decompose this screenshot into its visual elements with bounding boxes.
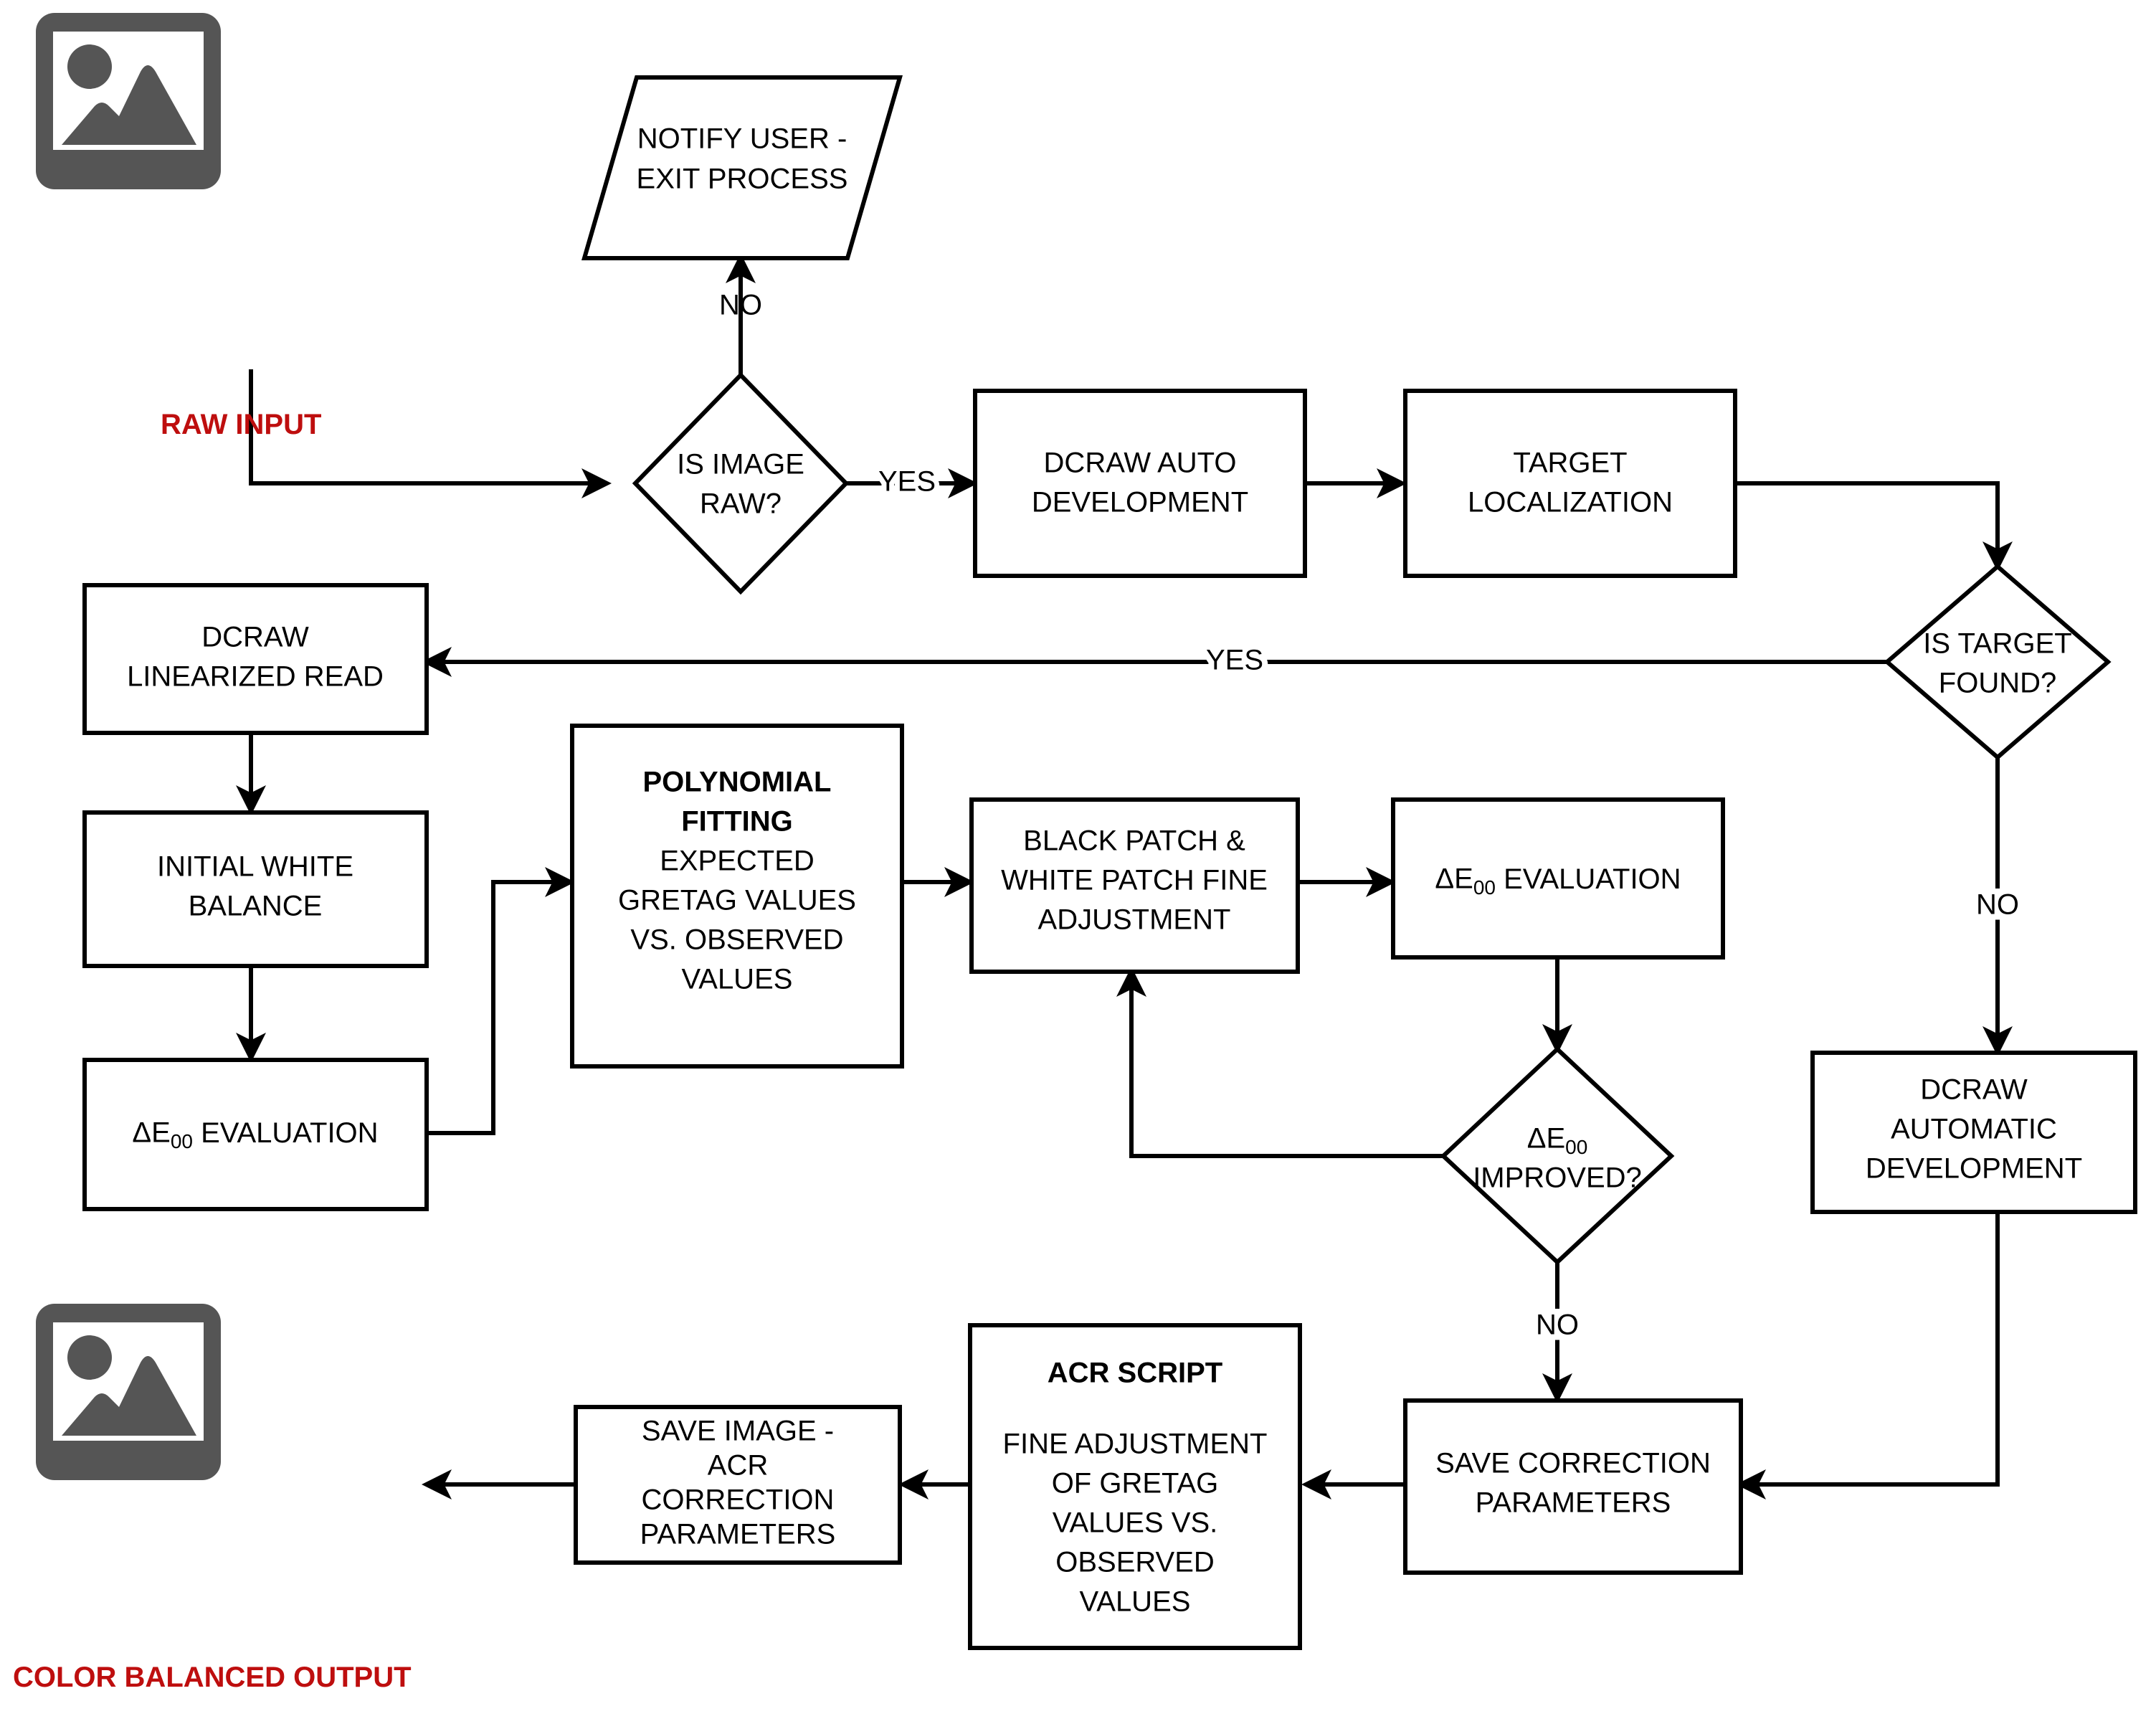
photo-mountain-output [62, 1356, 196, 1436]
node-polynomial-fitting[interactable]: POLYNOMIAL FITTING EXPECTED GRETAG VALUE… [570, 724, 904, 1069]
dcraw-linearized-read-shape [82, 583, 429, 735]
photo-sun [67, 44, 112, 89]
output-image-icon [36, 1304, 221, 1480]
node-delta-e-evaluation-mid[interactable]: ΔE00 EVALUATION [1391, 797, 1725, 960]
node-notify-user[interactable]: NOTIFY USER - EXIT PROCESS [581, 75, 903, 260]
dcraw-automatic-development-shape [1810, 1051, 2137, 1214]
acr-script-line-1: FINE ADJUSTMENT [1003, 1429, 1268, 1460]
is-target-found-line-2: FOUND? [1939, 668, 2056, 699]
is-image-raw-shape [632, 371, 850, 595]
node-is-image-raw[interactable]: IS IMAGE RAW? [632, 371, 850, 595]
edge-label-target-no: NO [1976, 889, 2019, 921]
raw-input-label: RAW INPUT [161, 409, 321, 440]
polynomial-fitting-shape [570, 724, 904, 1069]
is-image-raw-line-1: IS IMAGE [677, 449, 804, 480]
polynomial-fitting-line-3: VS. OBSERVED [630, 924, 843, 956]
delta-e-evaluation-left-label: ΔE00 EVALUATION [132, 1117, 378, 1153]
input-image-icon [36, 13, 221, 189]
edge-label-target-yes: YES [1206, 645, 1263, 676]
acr-script-line-5: VALUES [1080, 1586, 1191, 1618]
photo-mountain [62, 65, 196, 145]
acr-script-shape [968, 1323, 1302, 1650]
acr-script-bold-line-1: ACR SCRIPT [1048, 1358, 1222, 1389]
save-image-line-1: SAVE IMAGE - [642, 1416, 834, 1447]
node-black-white-patch-adjustment[interactable]: BLACK PATCH & WHITE PATCH FINE ADJUSTMEN… [969, 797, 1300, 974]
dcraw-automatic-development-line-2: AUTOMATIC [1891, 1114, 2057, 1145]
black-white-patch-line-1: BLACK PATCH & [1023, 825, 1245, 857]
dcraw-auto-development-shape [973, 389, 1307, 578]
node-delta-e-evaluation-left[interactable]: ΔE00 EVALUATION [82, 1058, 429, 1211]
target-localization-shape [1403, 389, 1737, 578]
edge-dcraw-automatic-to-save-correction [1736, 1212, 2000, 1500]
save-image-line-4: PARAMETERS [640, 1519, 836, 1550]
polynomial-fitting-line-2: GRETAG VALUES [618, 885, 856, 916]
initial-white-balance-line-2: BALANCE [189, 891, 323, 922]
save-image-shape [574, 1405, 902, 1565]
delta-e-evaluation-mid-shape [1391, 797, 1725, 960]
save-image-line-3: CORRECTION [642, 1484, 835, 1516]
acr-script-line-4: OBSERVED [1055, 1547, 1215, 1578]
is-image-raw-line-2: RAW? [700, 488, 782, 520]
edge-label-improved-no: NO [1536, 1309, 1579, 1341]
acr-script-line-3: VALUES VS. [1053, 1507, 1217, 1539]
is-target-found-line-1: IS TARGET [1923, 628, 2071, 660]
edge-label-raw-no: NO [719, 290, 762, 321]
node-save-correction-parameters[interactable]: SAVE CORRECTION PARAMETERS [1403, 1398, 1743, 1575]
polynomial-fitting-bold-line-2: FITTING [681, 806, 793, 838]
save-image-line-2: ACR [708, 1450, 768, 1482]
notify-user-line-2: EXIT PROCESS [637, 164, 848, 195]
edge-label-raw-yes: YES [878, 466, 936, 498]
node-dcraw-automatic-development[interactable]: DCRAW AUTOMATIC DEVELOPMENT [1810, 1051, 2137, 1214]
edge-delta-eval-left-to-polynomial-fitting [414, 867, 575, 1135]
save-correction-parameters-line-2: PARAMETERS [1476, 1487, 1671, 1519]
notify-user-line-1: NOTIFY USER - [637, 123, 847, 155]
photo-sun-output [67, 1335, 112, 1380]
dcraw-automatic-development-line-3: DEVELOPMENT [1866, 1153, 2082, 1185]
dcraw-automatic-development-line-1: DCRAW [1920, 1074, 2028, 1106]
notify-user-shape [581, 75, 903, 260]
node-target-localization[interactable]: TARGET LOCALIZATION [1403, 389, 1737, 578]
delta-e-evaluation-mid-label: ΔE00 EVALUATION [1435, 863, 1681, 899]
initial-white-balance-shape [82, 810, 429, 968]
save-correction-parameters-shape [1403, 1398, 1743, 1575]
node-save-image[interactable]: SAVE IMAGE - ACR CORRECTION PARAMETERS [574, 1405, 902, 1565]
acr-script-line-2: OF GRETAG [1052, 1468, 1219, 1500]
black-white-patch-line-3: ADJUSTMENT [1038, 904, 1231, 936]
node-initial-white-balance[interactable]: INITIAL WHITE BALANCE [82, 810, 429, 968]
edge-target-localization-to-is-target-found [1735, 481, 2013, 572]
save-correction-parameters-line-1: SAVE CORRECTION [1435, 1448, 1711, 1479]
edge-raw-input-to-is-image-raw [249, 369, 612, 498]
black-white-patch-shape [969, 797, 1300, 974]
dcraw-linearized-read-line-2: LINEARIZED READ [127, 661, 384, 693]
polynomial-fitting-line-4: VALUES [682, 964, 793, 995]
node-acr-script[interactable]: ACR SCRIPT FINE ADJUSTMENT OF GRETAG VAL… [968, 1323, 1302, 1650]
target-localization-line-2: LOCALIZATION [1468, 487, 1673, 518]
dcraw-auto-development-line-2: DEVELOPMENT [1032, 487, 1248, 518]
edge-delta-improved-yes-to-black-white-patch [1116, 967, 1443, 1158]
delta-e-improved-line-2: IMPROVED? [1473, 1162, 1642, 1194]
delta-e-evaluation-left-shape [82, 1058, 429, 1211]
node-delta-e-improved[interactable]: ΔE00 IMPROVED? [1440, 1046, 1675, 1266]
polynomial-fitting-line-1: EXPECTED [660, 845, 815, 877]
dcraw-auto-development-line-1: DCRAW AUTO [1044, 447, 1237, 479]
target-localization-line-1: TARGET [1513, 447, 1627, 479]
initial-white-balance-line-1: INITIAL WHITE [157, 851, 353, 883]
black-white-patch-line-2: WHITE PATCH FINE [1001, 865, 1268, 896]
polynomial-fitting-bold-line-1: POLYNOMIAL [643, 767, 832, 798]
delta-e-improved-line-1: ΔE00 [1527, 1123, 1588, 1159]
dcraw-linearized-read-line-1: DCRAW [201, 622, 309, 653]
node-dcraw-auto-development[interactable]: DCRAW AUTO DEVELOPMENT [973, 389, 1307, 578]
delta-e-improved-shape [1440, 1046, 1675, 1266]
is-target-found-shape [1884, 564, 2112, 760]
node-dcraw-linearized-read[interactable]: DCRAW LINEARIZED READ [82, 583, 429, 735]
node-is-target-found[interactable]: IS TARGET FOUND? [1884, 564, 2112, 760]
color-balanced-output-label: COLOR BALANCED OUTPUT [13, 1662, 412, 1693]
